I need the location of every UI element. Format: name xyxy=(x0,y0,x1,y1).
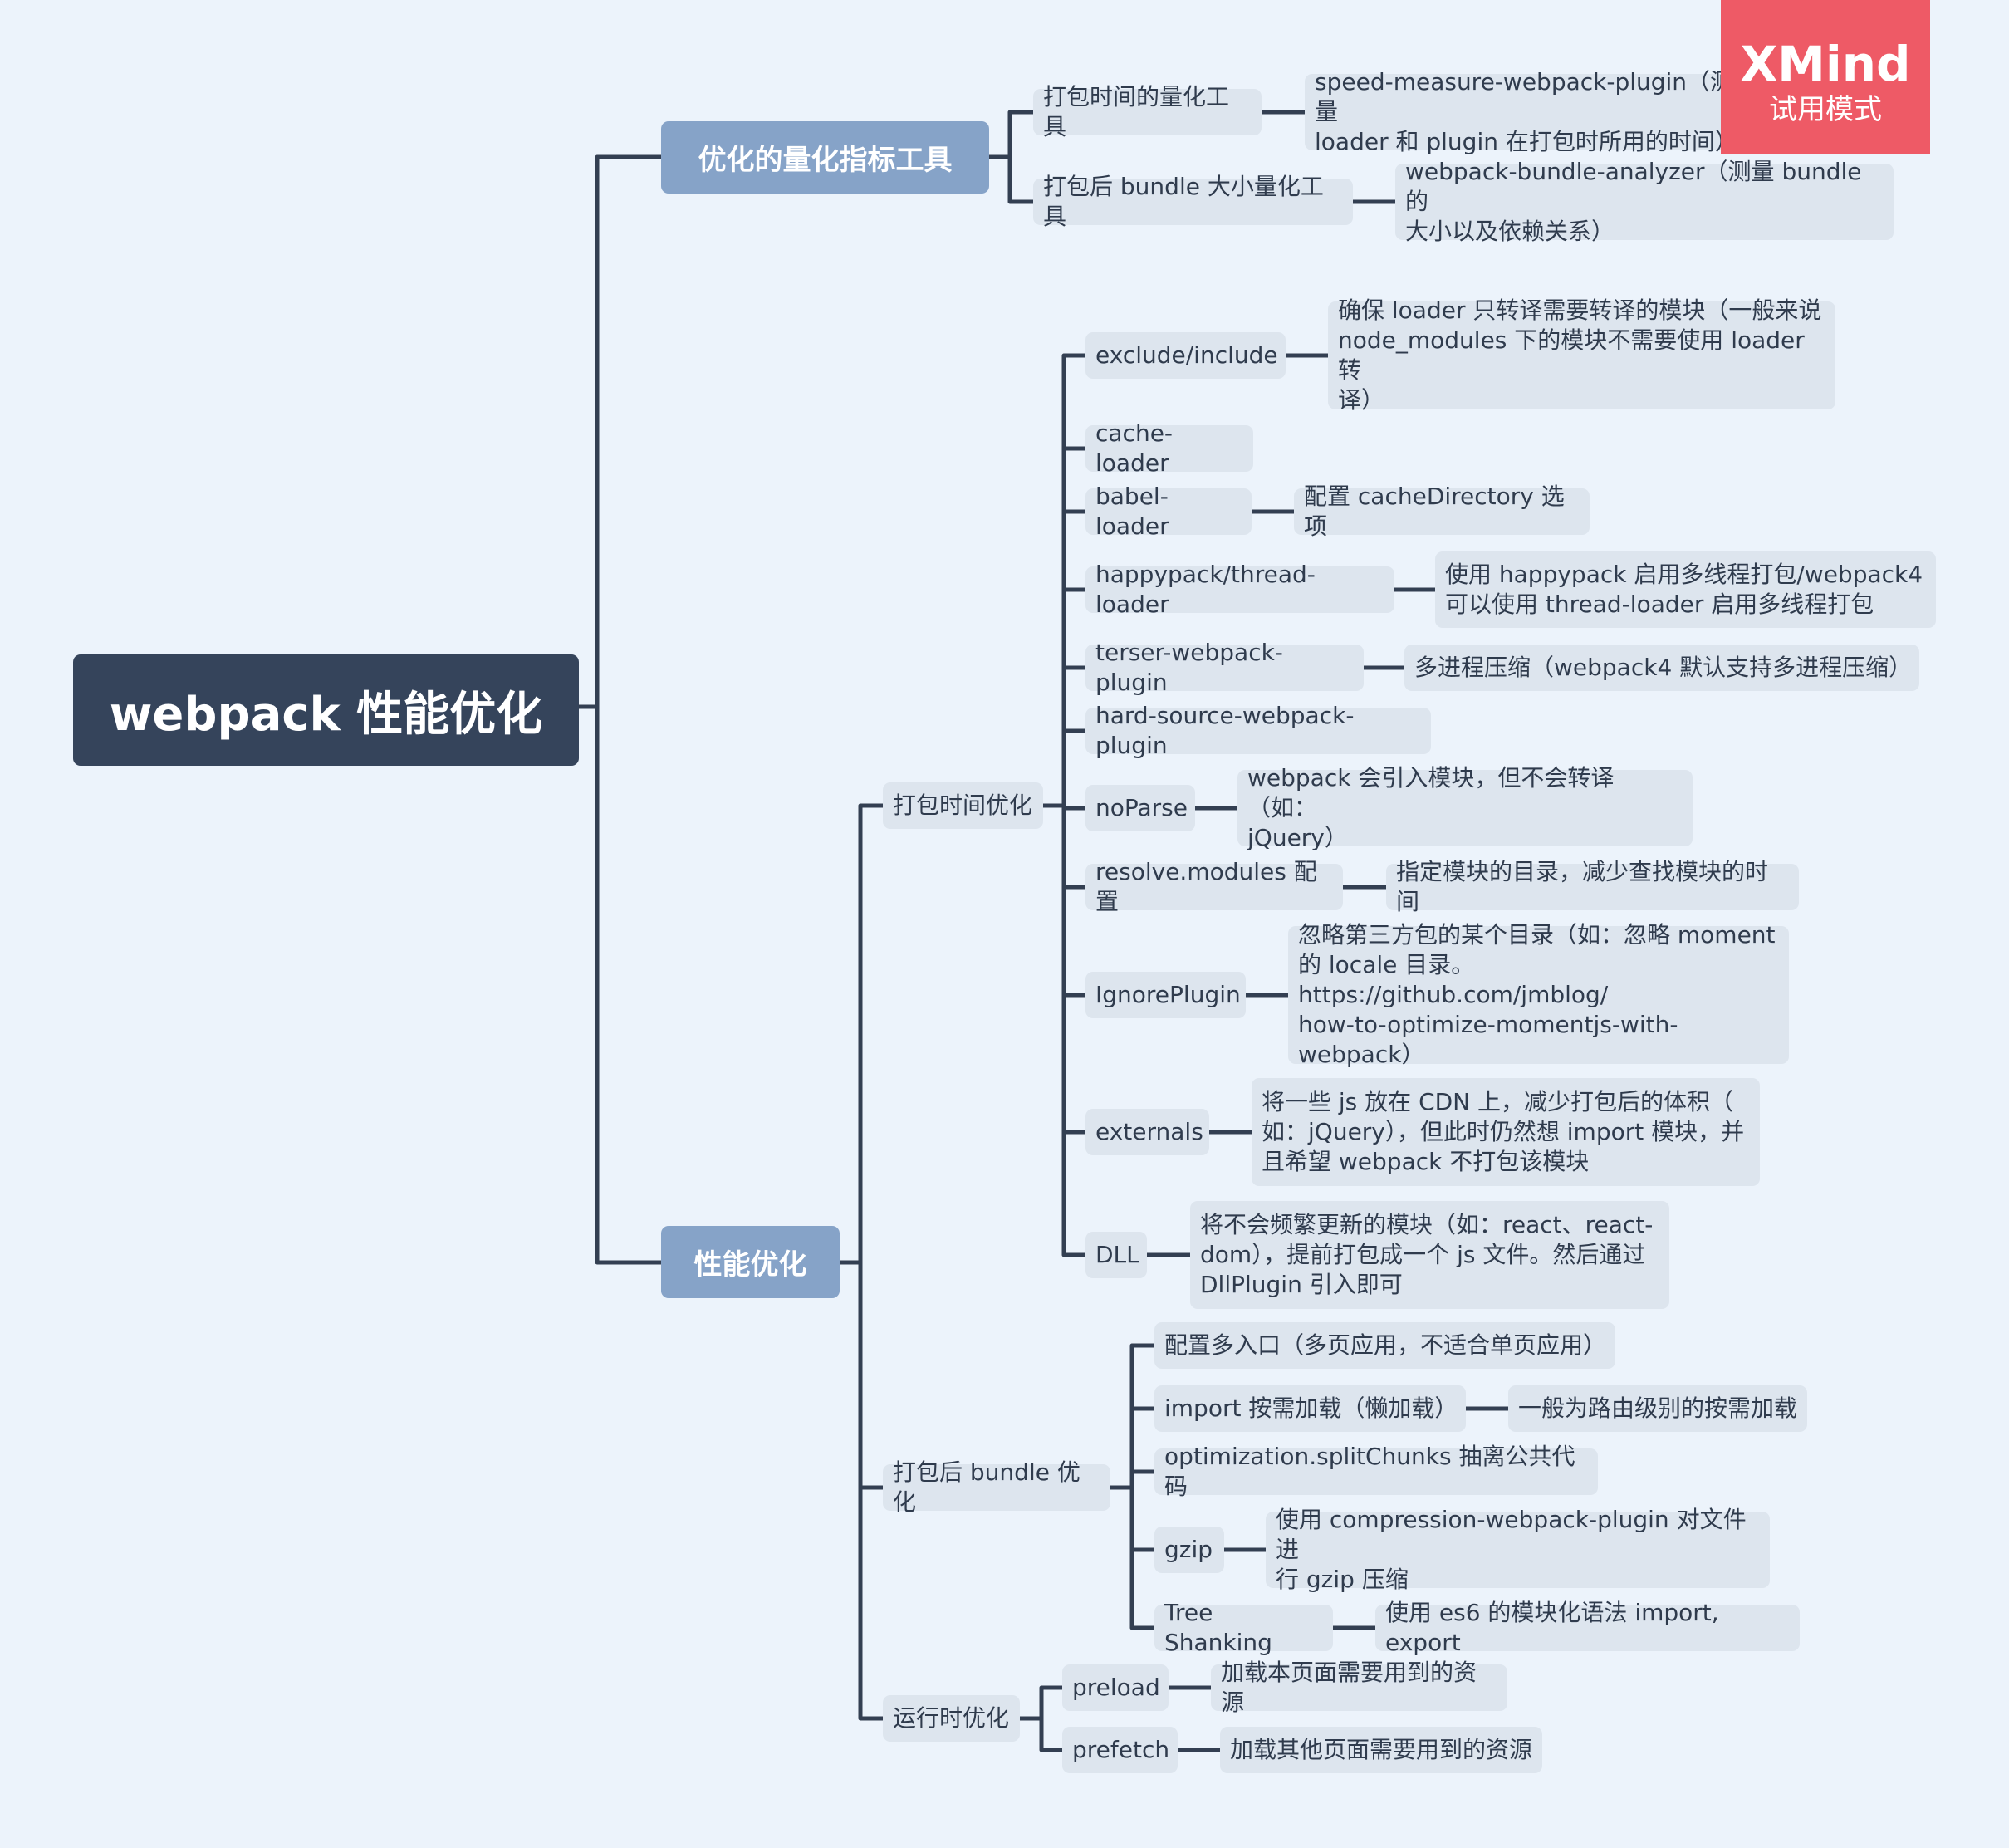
topic-tree-shaking-detail[interactable]: 使用 es6 的模块化语法 import, export xyxy=(1375,1599,1800,1656)
topic-label: IgnorePlugin xyxy=(1095,981,1241,1008)
topic-happypack[interactable]: happypack/thread-loader xyxy=(1085,561,1394,618)
topic-prefetch-detail[interactable]: 加载其他页面需要用到的资源 xyxy=(1220,1727,1542,1773)
connector-line xyxy=(1041,353,1088,1257)
topic-label: 使用 compression-webpack-plugin 对文件进 行 gzi… xyxy=(1276,1506,1747,1593)
topic-label: 打包时间优化 xyxy=(893,792,1033,819)
topic-label: 配置 cacheDirectory 选项 xyxy=(1304,483,1565,540)
branch-performance[interactable]: 性能优化 xyxy=(661,1226,840,1298)
topic-noparse[interactable]: noParse xyxy=(1085,785,1195,831)
topic-exclude-include-detail[interactable]: 确保 loader 只转译需要转译的模块（一般来说 node_modules 下… xyxy=(1328,297,1835,414)
topic-label: webpack-bundle-analyzer（测量 bundle 的 大小以及… xyxy=(1405,158,1862,245)
topic-label: webpack 会引入模块，但不会转译（如： jQuery） xyxy=(1247,764,1615,851)
topic-label: 将不会频繁更新的模块（如：react、react- dom），提前打包成一个 j… xyxy=(1200,1211,1654,1298)
topic-cache-loader[interactable]: cache-loader xyxy=(1085,419,1253,477)
root-topic-label: webpack 性能优化 xyxy=(109,687,543,742)
topic-label: 指定模块的目录，减少查找模块的时间 xyxy=(1396,858,1769,915)
topic-resolve-modules-detail[interactable]: 指定模块的目录，减少查找模块的时间 xyxy=(1386,858,1799,915)
topic-ignoreplugin-detail[interactable]: 忽略第三方包的某个目录（如：忽略 moment 的 locale 目录。http… xyxy=(1288,921,1789,1068)
topic-time-tool[interactable]: 打包时间的量化工具 xyxy=(1033,83,1262,140)
topic-preload[interactable]: preload xyxy=(1062,1664,1169,1711)
topic-gzip-detail[interactable]: 使用 compression-webpack-plugin 对文件进 行 gzi… xyxy=(1266,1506,1770,1593)
topic-label: gzip xyxy=(1164,1536,1213,1563)
topic-label: 多进程压缩（webpack4 默认支持多进程压缩） xyxy=(1414,654,1913,681)
topic-time-tool-detail[interactable]: speed-measure-webpack-plugin（测量 loader 和… xyxy=(1305,68,1753,155)
xmind-logo-text: XMind xyxy=(1740,36,1911,92)
topic-label: 打包后 bundle 大小量化工具 xyxy=(1043,173,1324,230)
topic-dll-detail[interactable]: 将不会频繁更新的模块（如：react、react- dom），提前打包成一个 j… xyxy=(1190,1201,1669,1309)
branch-label: 优化的量化指标工具 xyxy=(698,144,953,177)
topic-noparse-detail[interactable]: webpack 会引入模块，但不会转译（如： jQuery） xyxy=(1237,764,1693,851)
topic-terser-detail[interactable]: 多进程压缩（webpack4 默认支持多进程压缩） xyxy=(1404,645,1919,691)
trial-mode-text: 试用模式 xyxy=(1769,93,1882,126)
topic-label: 确保 loader 只转译需要转译的模块（一般来说 node_modules 下… xyxy=(1338,297,1822,414)
topic-label: externals xyxy=(1095,1118,1203,1145)
topic-label: 使用 happypack 启用多线程打包/webpack4 可以使用 threa… xyxy=(1445,561,1923,618)
topic-lazy-import[interactable]: import 按需加载（懒加载） xyxy=(1154,1385,1466,1432)
topic-lazy-import-detail[interactable]: 一般为路由级别的按需加载 xyxy=(1508,1385,1807,1432)
topic-label: 将一些 js 放在 CDN 上，减少打包后的体积（ 如：jQuery），但此时仍… xyxy=(1262,1088,1745,1175)
topic-dll[interactable]: DLL xyxy=(1085,1232,1147,1278)
topic-babel-loader[interactable]: babel-loader xyxy=(1085,483,1252,540)
topic-happypack-detail[interactable]: 使用 happypack 启用多线程打包/webpack4 可以使用 threa… xyxy=(1435,551,1936,628)
topic-label: preload xyxy=(1072,1674,1160,1701)
topic-hard-source[interactable]: hard-source-webpack-plugin xyxy=(1085,702,1431,759)
topic-bundle[interactable]: 打包后 bundle 优化 xyxy=(883,1458,1110,1516)
topic-label: hard-source-webpack-plugin xyxy=(1095,702,1355,759)
topic-ignoreplugin[interactable]: IgnorePlugin xyxy=(1085,972,1246,1018)
topic-label: resolve.modules 配置 xyxy=(1095,858,1317,915)
topic-label: terser-webpack-plugin xyxy=(1095,639,1283,696)
topic-label: cache-loader xyxy=(1095,419,1174,477)
topic-build-time[interactable]: 打包时间优化 xyxy=(883,782,1043,829)
topic-label: 一般为路由级别的按需加载 xyxy=(1518,1395,1798,1422)
connector-line xyxy=(1017,1685,1065,1752)
topic-label: 加载其他页面需要用到的资源 xyxy=(1230,1736,1533,1763)
topic-label: speed-measure-webpack-plugin（测量 loader 和… xyxy=(1315,68,1738,155)
topic-terser[interactable]: terser-webpack-plugin xyxy=(1085,639,1364,696)
topic-label: 打包时间的量化工具 xyxy=(1043,83,1230,140)
topic-label: 使用 es6 的模块化语法 import, export xyxy=(1385,1599,1719,1656)
connector-line xyxy=(1222,1406,1511,1630)
connector-line xyxy=(837,803,885,1721)
topic-split-chunks[interactable]: optimization.splitChunks 抽离公共代码 xyxy=(1154,1443,1598,1500)
topic-label: optimization.splitChunks 抽离公共代码 xyxy=(1164,1443,1575,1500)
topic-exclude-include[interactable]: exclude/include xyxy=(1085,332,1286,379)
topic-label: 加载本页面需要用到的资源 xyxy=(1221,1659,1477,1716)
topic-label: DLL xyxy=(1095,1241,1139,1268)
topic-gzip[interactable]: gzip xyxy=(1154,1527,1224,1573)
topic-label: 运行时优化 xyxy=(893,1704,1010,1732)
topic-resolve-modules[interactable]: resolve.modules 配置 xyxy=(1085,858,1343,915)
topic-label: happypack/thread-loader xyxy=(1095,561,1316,618)
topic-label: 打包后 bundle 优化 xyxy=(893,1458,1080,1516)
connector-line xyxy=(1166,1685,1223,1752)
branch-metrics[interactable]: 优化的量化指标工具 xyxy=(661,121,989,194)
connector-line xyxy=(576,154,664,1265)
topic-label: 配置多入口（多页应用，不适合单页应用） xyxy=(1164,1331,1607,1359)
topic-externals[interactable]: externals xyxy=(1085,1109,1209,1155)
topic-tree-shaking[interactable]: Tree Shanking xyxy=(1154,1599,1333,1656)
root-topic[interactable]: webpack 性能优化 xyxy=(73,654,579,766)
topic-label: babel-loader xyxy=(1095,483,1169,540)
connector-line xyxy=(1259,110,1398,204)
topic-label: noParse xyxy=(1095,794,1188,821)
topic-externals-detail[interactable]: 将一些 js 放在 CDN 上，减少打包后的体积（ 如：jQuery），但此时仍… xyxy=(1252,1078,1760,1186)
topic-label: Tree Shanking xyxy=(1164,1599,1272,1656)
topic-runtime[interactable]: 运行时优化 xyxy=(883,1695,1020,1742)
connector-line xyxy=(1108,1343,1157,1630)
topic-size-tool[interactable]: 打包后 bundle 大小量化工具 xyxy=(1033,173,1353,230)
xmind-trial-badge[interactable]: XMind 试用模式 xyxy=(1721,0,1930,154)
connector-line xyxy=(1144,665,1407,1257)
topic-label: prefetch xyxy=(1072,1736,1170,1763)
topic-label: exclude/include xyxy=(1095,341,1278,369)
topic-prefetch[interactable]: prefetch xyxy=(1062,1727,1178,1773)
topic-preload-detail[interactable]: 加载本页面需要用到的资源 xyxy=(1211,1659,1507,1716)
branch-label: 性能优化 xyxy=(693,1248,807,1282)
topic-size-tool-detail[interactable]: webpack-bundle-analyzer（测量 bundle 的 大小以及… xyxy=(1395,158,1894,245)
topic-label: 忽略第三方包的某个目录（如：忽略 moment 的 locale 目录。http… xyxy=(1298,921,1776,1068)
topic-label: import 按需加载（懒加载） xyxy=(1164,1395,1458,1422)
topic-multi-entry[interactable]: 配置多入口（多页应用，不适合单页应用） xyxy=(1154,1322,1615,1369)
connector-line xyxy=(987,110,1036,204)
topic-babel-loader-detail[interactable]: 配置 cacheDirectory 选项 xyxy=(1294,483,1590,540)
